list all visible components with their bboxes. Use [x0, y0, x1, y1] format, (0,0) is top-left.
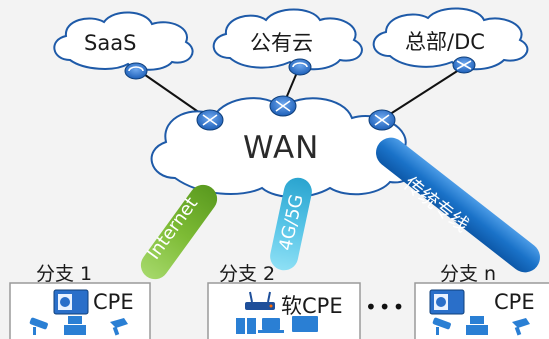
- branch-2-box: [207, 282, 361, 339]
- soft-cpe-router-icon: [245, 291, 275, 310]
- wan-cloud-label: WAN: [243, 130, 320, 166]
- camera-icon-n: [432, 317, 451, 335]
- pos-terminal-icon: [64, 316, 86, 335]
- branch-ellipsis: •••: [365, 295, 407, 319]
- wan-router-right-icon: [368, 109, 396, 131]
- wan-router-middle-icon: [269, 95, 297, 117]
- public-cloud-shape: [212, 8, 363, 71]
- scanner-icon: [110, 318, 128, 336]
- monitor-icon: [292, 316, 318, 332]
- camera-icon: [29, 317, 48, 335]
- wan-router-left-icon: [196, 109, 224, 131]
- hq-to-wan-line: [383, 67, 463, 119]
- branch-2-title: 分支 2: [219, 263, 276, 285]
- pos-terminal-icon-n: [466, 316, 488, 335]
- branch-1-device-label: CPE: [93, 290, 134, 314]
- saas-cloud-label: SaaS: [84, 31, 137, 55]
- mobile-link: [270, 177, 312, 271]
- cpe-device-icon-1: [53, 289, 89, 315]
- hq-cloud: [372, 7, 529, 71]
- laptop-icon: [258, 318, 284, 333]
- public-router-icon: [288, 58, 312, 76]
- branch-2-device-label: 软CPE: [281, 294, 343, 318]
- hq-router-icon: [452, 56, 476, 74]
- internet-link: [140, 184, 218, 280]
- cpe-device-icon-n: [429, 289, 465, 315]
- server-icon: [236, 318, 256, 334]
- scanner-icon-n: [512, 318, 530, 336]
- branch-1-title: 分支 1: [36, 263, 93, 285]
- branch-n-title: 分支 n: [440, 263, 497, 285]
- public-cloud-label: 公有云: [250, 31, 313, 55]
- saas-router-icon: [124, 62, 148, 80]
- branch-n-device-label: CPE: [494, 290, 535, 314]
- hq-cloud-label: 总部/DC: [405, 30, 485, 54]
- dedicated-link: [376, 137, 540, 273]
